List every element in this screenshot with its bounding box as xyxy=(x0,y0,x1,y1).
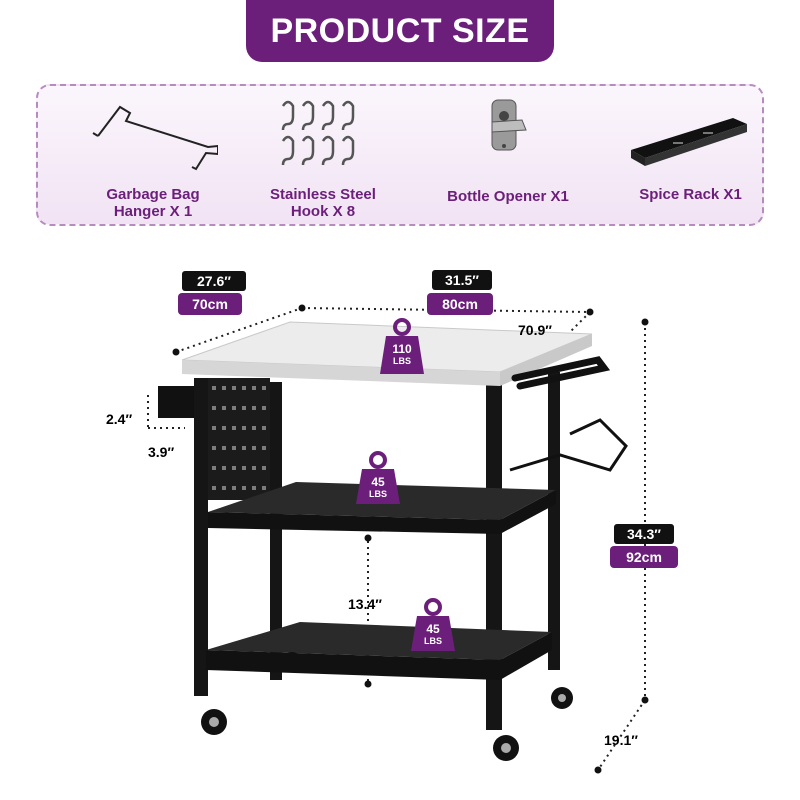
product-size-banner: PRODUCT SIZE xyxy=(246,0,554,62)
bottle-opener-icon xyxy=(491,99,527,151)
depth-inches-tag: 27.6″ xyxy=(182,271,246,291)
bottom-shelf xyxy=(206,622,552,680)
depth-cm-tag: 70cm xyxy=(178,293,242,315)
weight-tag-bottom xyxy=(411,598,455,651)
height-inches-tag: 34.3″ xyxy=(614,524,674,544)
garbage-bag-hanger-icon xyxy=(92,105,218,171)
s-hook-icon xyxy=(281,100,355,166)
page-title: PRODUCT SIZE xyxy=(270,11,530,50)
side-handle xyxy=(511,356,611,390)
accessory-label: Bottle Opener X1 xyxy=(447,188,569,205)
weight-tag-top xyxy=(380,318,424,374)
shelf-gap-label: 13.4″ xyxy=(348,596,382,612)
height-cm-tag: 92cm xyxy=(610,546,678,568)
accessory-spice-rack: Spice Rack X1 xyxy=(618,86,763,228)
bottom-clearance-label: 19.1″ xyxy=(604,732,638,748)
accessory-label: Spice Rack X1 xyxy=(639,186,742,203)
overall-width-label: 70.9″ xyxy=(518,322,552,338)
casters xyxy=(201,652,573,761)
weight-tag-middle xyxy=(356,451,400,504)
width-inches-tag: 31.5″ xyxy=(432,270,492,290)
spice-rack-icon xyxy=(631,118,747,166)
width-cm-tag: 80cm xyxy=(427,293,493,315)
spice-rack-depth-label: 3.9″ xyxy=(148,444,175,460)
spice-rack-height-label: 2.4″ xyxy=(106,411,133,427)
side-spice-rack xyxy=(158,386,194,418)
accessory-bottle-opener: Bottle Opener X1 xyxy=(433,86,583,228)
pegboard-panel xyxy=(206,378,270,500)
garbage-bag-hanger xyxy=(509,418,628,472)
